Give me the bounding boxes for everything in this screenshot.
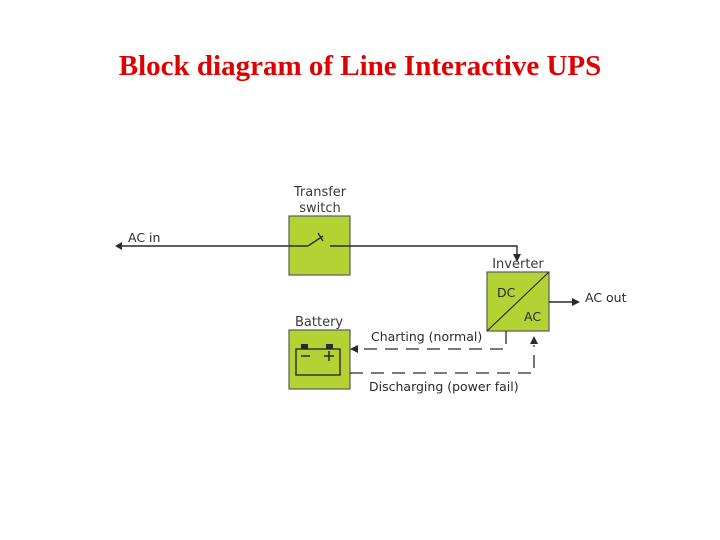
battery-icon	[295, 344, 341, 376]
ac-out-arrow-icon	[572, 298, 580, 306]
inverter-label: Inverter	[492, 257, 544, 272]
battery-label: Battery	[295, 315, 343, 330]
battery-block	[288, 329, 351, 390]
switch-to-inverter-line	[350, 245, 518, 255]
inverter-ac-label: AC	[524, 309, 541, 324]
charging-label: Charting (normal)	[371, 329, 482, 344]
slide-title: Block diagram of Line Interactive UPS	[118, 50, 602, 82]
ac-out-label: AC out	[585, 290, 627, 305]
charging-arrow-icon	[350, 345, 358, 353]
switch-symbol-icon	[289, 232, 350, 247]
discharging-line	[350, 345, 535, 374]
inverter-dc-label: DC	[497, 285, 516, 300]
transfer-switch-label-line2: switch	[299, 201, 341, 216]
charging-line	[357, 331, 507, 350]
switch-to-inverter-arrow-icon	[513, 254, 521, 262]
ac-in-label: AC in	[128, 230, 160, 245]
discharging-label: Discharging (power fail)	[369, 379, 519, 394]
transfer-switch-label-line1: Transfer	[293, 185, 347, 200]
ac-in-arrow-icon	[115, 242, 122, 250]
discharging-arrow-icon	[530, 336, 538, 344]
inverter-diagonal	[486, 271, 550, 332]
